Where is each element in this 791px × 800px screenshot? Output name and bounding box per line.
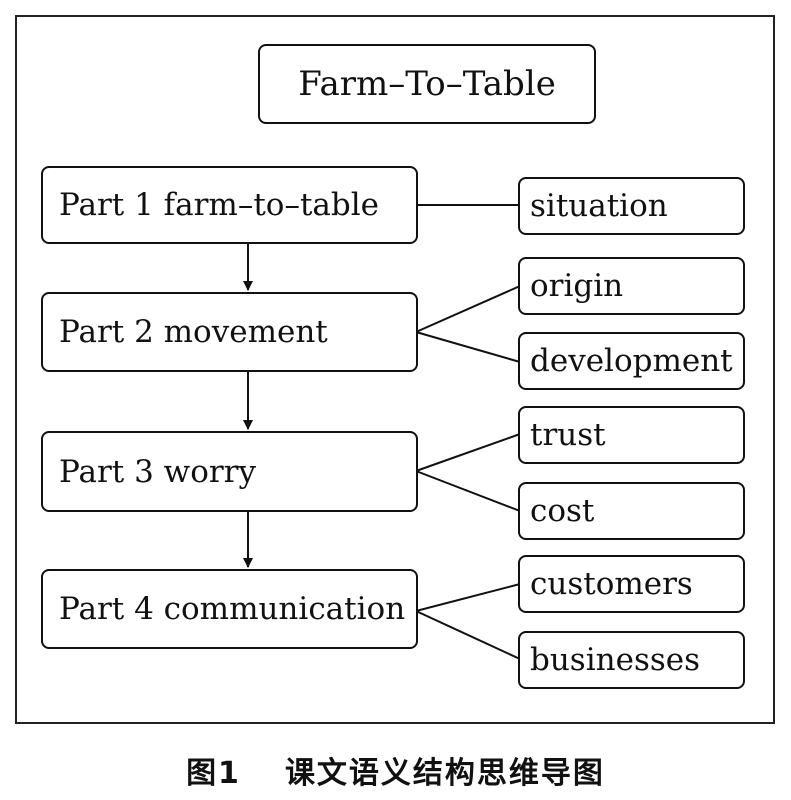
- branch-part3-cost: [415, 470, 521, 512]
- leaf-customers: customers: [518, 555, 745, 613]
- figure-caption: 图1 课文语义结构思维导图: [0, 740, 791, 800]
- branch-part4-businesses: [415, 610, 521, 660]
- leaf-trust: trust: [518, 406, 745, 464]
- connector-lines: [243, 204, 521, 660]
- part-3-box: Part 3 worry: [41, 431, 418, 512]
- title-box: Farm–To–Table: [258, 44, 596, 124]
- leaf-development: development: [518, 332, 745, 390]
- branch-part4-customers: [415, 583, 521, 612]
- leaf-cost: cost: [518, 482, 745, 540]
- branch-part2-origin: [415, 285, 521, 333]
- part-1-box: Part 1 farm–to–table: [41, 166, 418, 244]
- figure-number: 图1: [186, 756, 241, 791]
- part-4-box: Part 4 communication: [41, 569, 418, 649]
- branch-part3-trust: [415, 433, 521, 472]
- leaf-businesses: businesses: [518, 631, 745, 689]
- part-2-box: Part 2 movement: [41, 292, 418, 372]
- branch-part2-development: [415, 331, 521, 363]
- leaf-origin: origin: [518, 257, 745, 315]
- leaf-situation: situation: [518, 177, 745, 235]
- figure-caption-text: 课文语义结构思维导图: [284, 756, 605, 791]
